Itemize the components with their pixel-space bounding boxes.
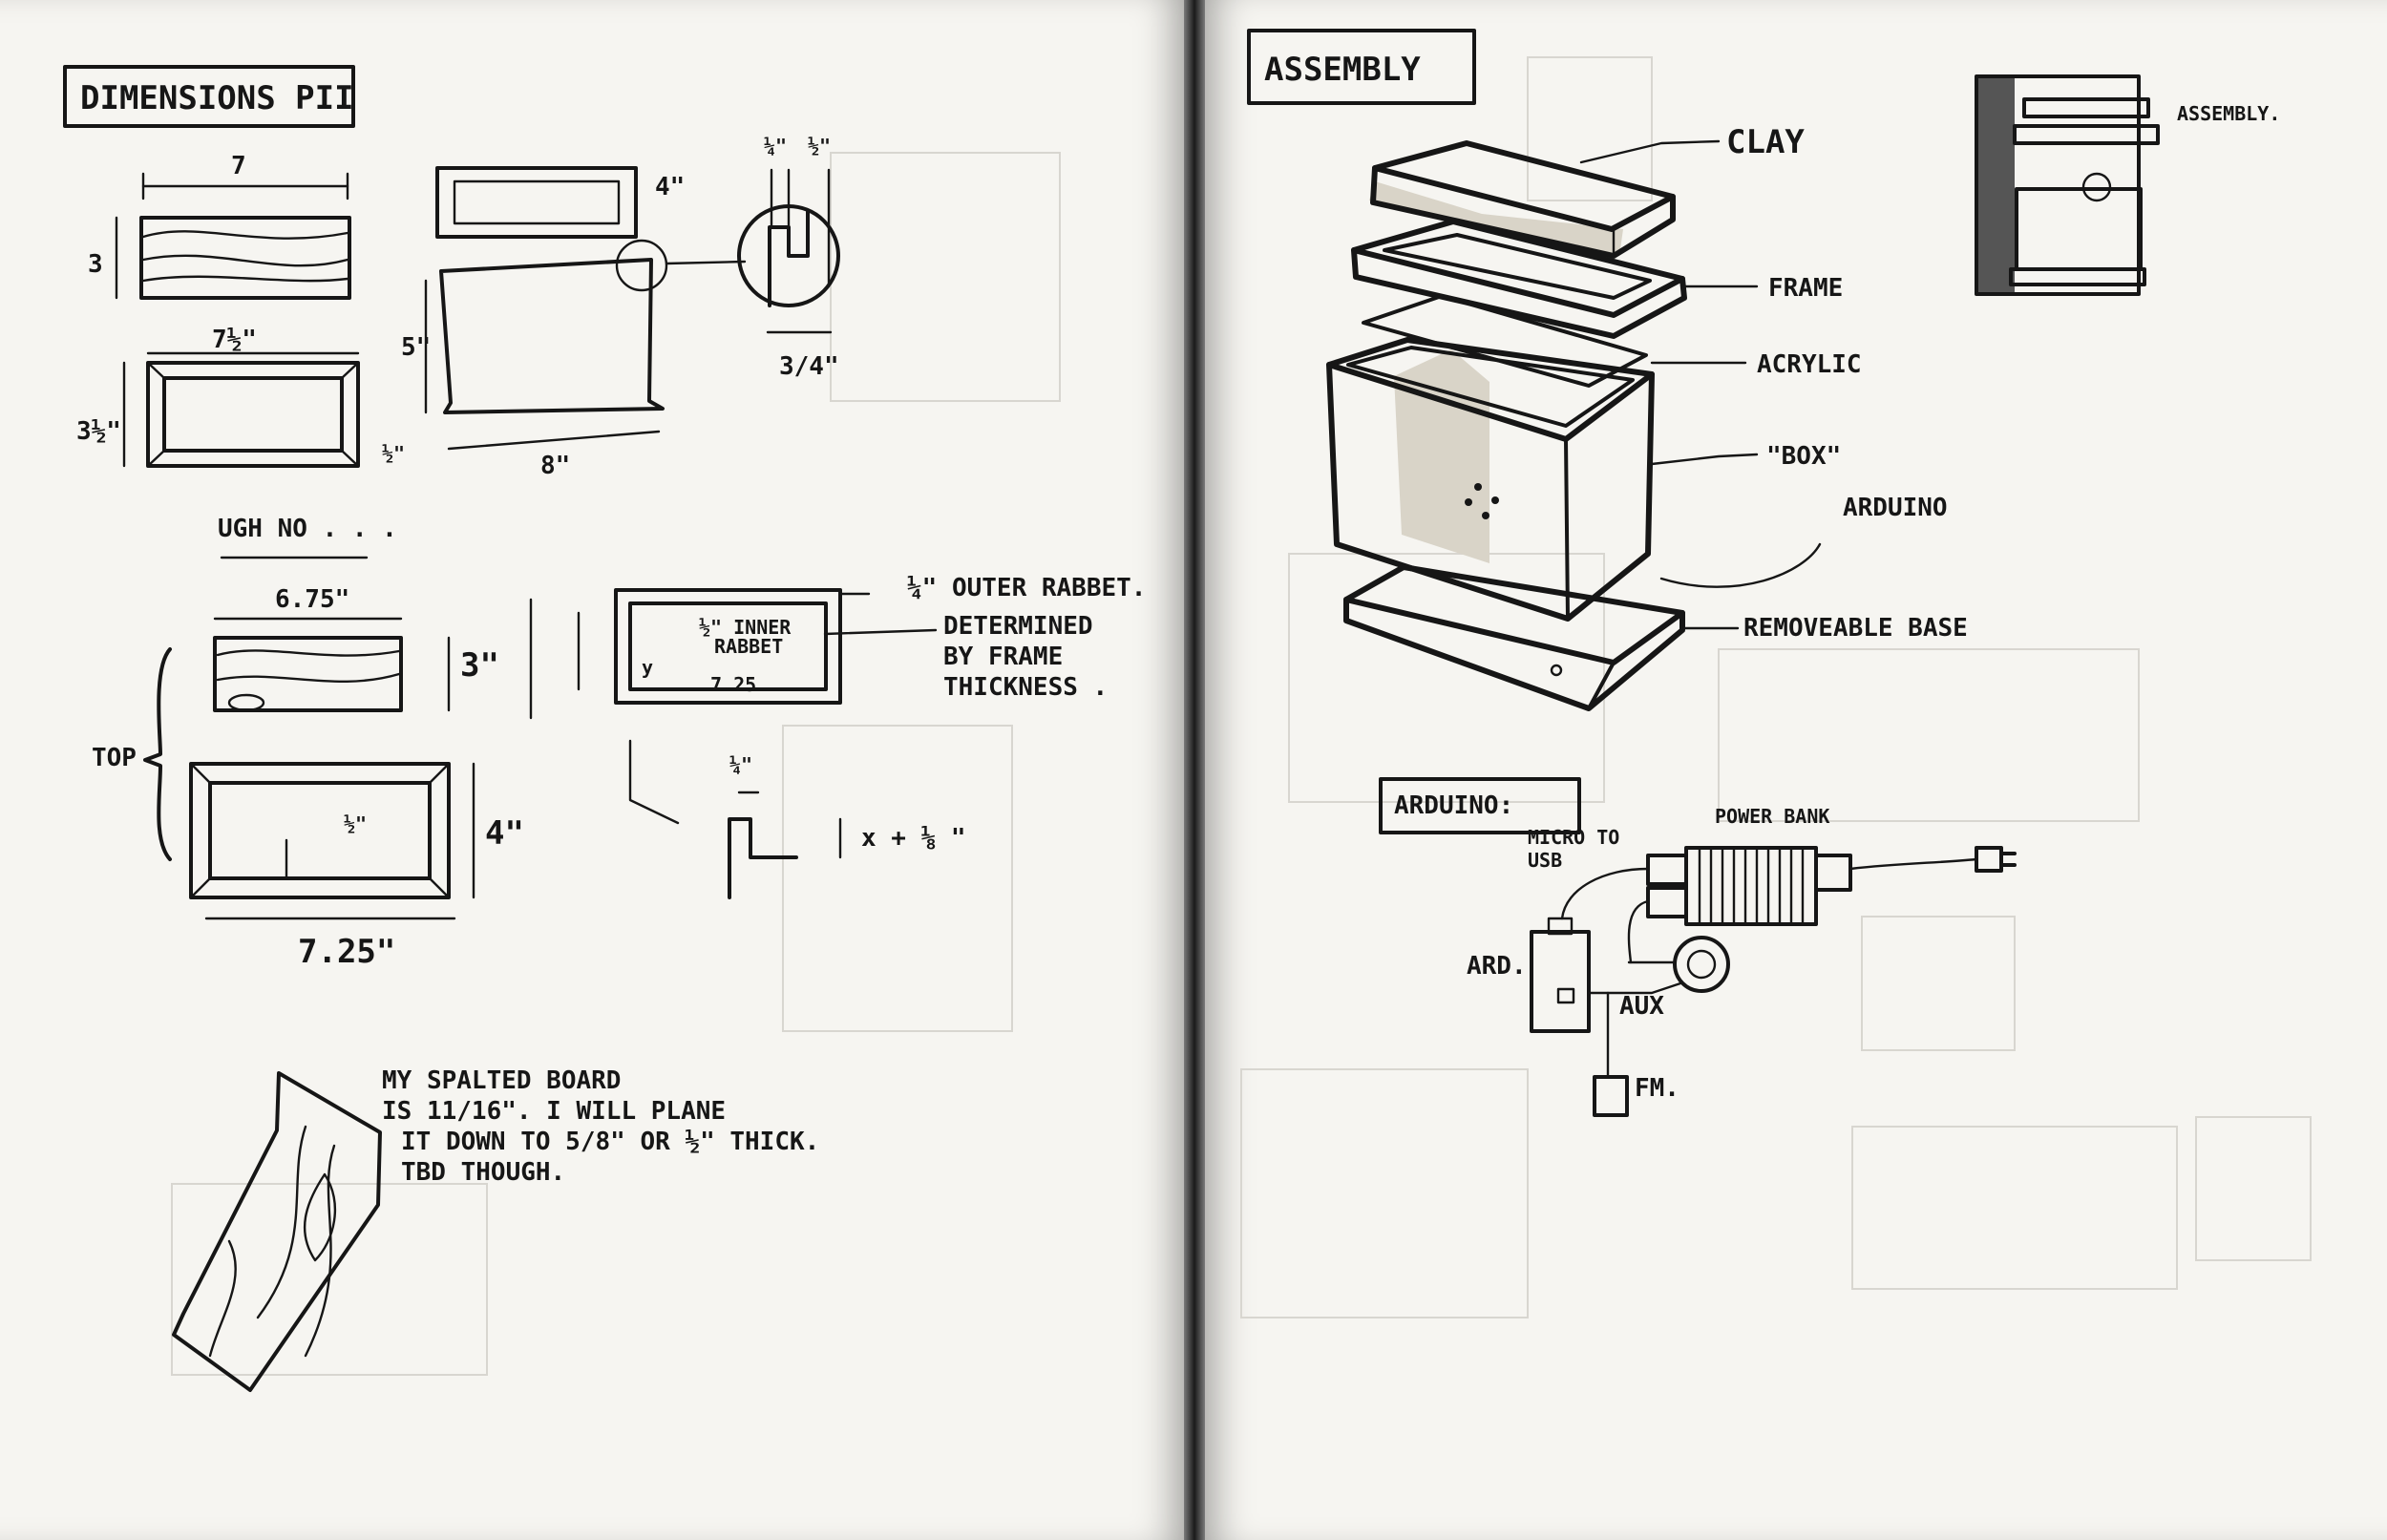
label-725: 7.25" xyxy=(298,933,395,971)
spalted-board-sketch: MY SPALTED BOARD IS 11/16". I WILL PLANE… xyxy=(172,1066,819,1392)
assembly-title: ASSEMBLY xyxy=(1264,51,1421,89)
label-removeable-base: REMOVEABLE BASE xyxy=(1743,614,1968,643)
label-5: 5" xyxy=(401,333,431,362)
label-half-small: ½" xyxy=(382,442,405,465)
label-micro: MICRO TO xyxy=(1528,826,1619,849)
label-inner-1: ½" INNER xyxy=(699,616,792,639)
label-quarter: ¼" xyxy=(764,135,787,158)
label-fm: FM. xyxy=(1635,1074,1679,1103)
book-gutter xyxy=(1184,0,1205,1540)
label-determined-1: DETERMINED xyxy=(943,612,1093,641)
label-3-half: 3½" xyxy=(76,417,121,446)
ugh-no-note: UGH NO . . . xyxy=(218,515,397,559)
label-ard: ARD. xyxy=(1467,952,1527,981)
label-half-frame: ½" xyxy=(344,812,367,835)
label-determined-3: THICKNESS . xyxy=(943,673,1108,702)
label-top: TOP xyxy=(92,744,137,772)
assembly-title-box: ASSEMBLY xyxy=(1247,29,1476,105)
label-675: 6.75" xyxy=(275,585,349,614)
box-5x8-sketch: 5" 8" xyxy=(401,239,747,480)
board-675x3-sketch: 6.75" 3" xyxy=(213,585,499,712)
label-7: 7 xyxy=(231,152,246,180)
label-3in: 3" xyxy=(460,646,499,685)
exploded-assembly-sketch: CLAY FRAME ACRYLIC "BOX" ARDUINO REMOVEA… xyxy=(1326,123,1968,711)
label-7-half: 7½" xyxy=(212,326,257,354)
ugh-no-text: UGH NO . . . xyxy=(218,515,397,543)
label-determined-2: BY FRAME xyxy=(943,643,1063,671)
label-4in: 4" xyxy=(485,814,524,853)
assembly-thumbnail: ASSEMBLY. xyxy=(1975,74,2280,296)
label-frame: FRAME xyxy=(1768,274,1843,303)
label-power-bank: POWER BANK xyxy=(1715,805,1829,828)
frame-725x4-sketch: TOP ½" 4" 7.25" xyxy=(92,647,524,971)
note-line-1: MY SPALTED BOARD xyxy=(382,1066,621,1095)
dimensions-title: DIMENSIONS PII xyxy=(80,79,354,117)
label-arduino: ARDUINO xyxy=(1843,494,1948,522)
label-3: 3 xyxy=(88,250,103,279)
label-half: ½" xyxy=(808,135,831,158)
label-outer-rabbet: ¼" OUTER RABBET. xyxy=(907,574,1146,602)
label-small-y: y xyxy=(642,656,653,679)
label-x-plus: x + ⅛ " xyxy=(861,824,966,853)
circuit-diagram: MICRO TO USB POWER BANK ARD. AUX FM. xyxy=(1467,805,2017,1117)
label-clay: CLAY xyxy=(1726,123,1805,161)
label-inner-2: RABBET xyxy=(714,635,783,658)
frame-7half-sketch: 7½" 3½" ½" xyxy=(76,326,405,468)
right-page xyxy=(1205,0,2387,1540)
dimensions-title-box: DIMENSIONS PII xyxy=(63,65,355,128)
label-usb: USB xyxy=(1528,849,1562,872)
step-profile-sketch: ¼" x + ⅛ " xyxy=(728,753,966,899)
label-acrylic: ACRYLIC xyxy=(1757,350,1862,379)
arduino-title-box: ARDUINO: xyxy=(1379,777,1581,834)
label-small-725: 7.25 xyxy=(710,673,756,696)
rabbet-detail: ¼" ½" 3/4" xyxy=(737,135,840,381)
label-8: 8" xyxy=(540,452,570,480)
lid-sketch: 4" xyxy=(435,166,685,239)
note-line-2: IS 11/16". I WILL PLANE xyxy=(382,1097,726,1126)
label-thumb-assembly: ASSEMBLY. xyxy=(2177,102,2280,125)
label-box: "BOX" xyxy=(1766,442,1841,471)
note-line-3: IT DOWN TO 5/8" OR ½" THICK. xyxy=(401,1128,819,1156)
note-line-4: TBD THOUGH. xyxy=(401,1158,565,1187)
label-aux: AUX xyxy=(1619,992,1664,1021)
rabbet-frame-sketch: ½" INNER RABBET 7.25 y ¼" OUTER RABBET. … xyxy=(529,574,1146,825)
label-three-quarter: 3/4" xyxy=(779,352,839,381)
board-7x3-sketch: 7 3 xyxy=(88,152,351,300)
label-quarter-2: ¼" xyxy=(729,753,752,776)
label-4: 4" xyxy=(655,173,685,201)
arduino-title: ARDUINO: xyxy=(1394,791,1513,820)
